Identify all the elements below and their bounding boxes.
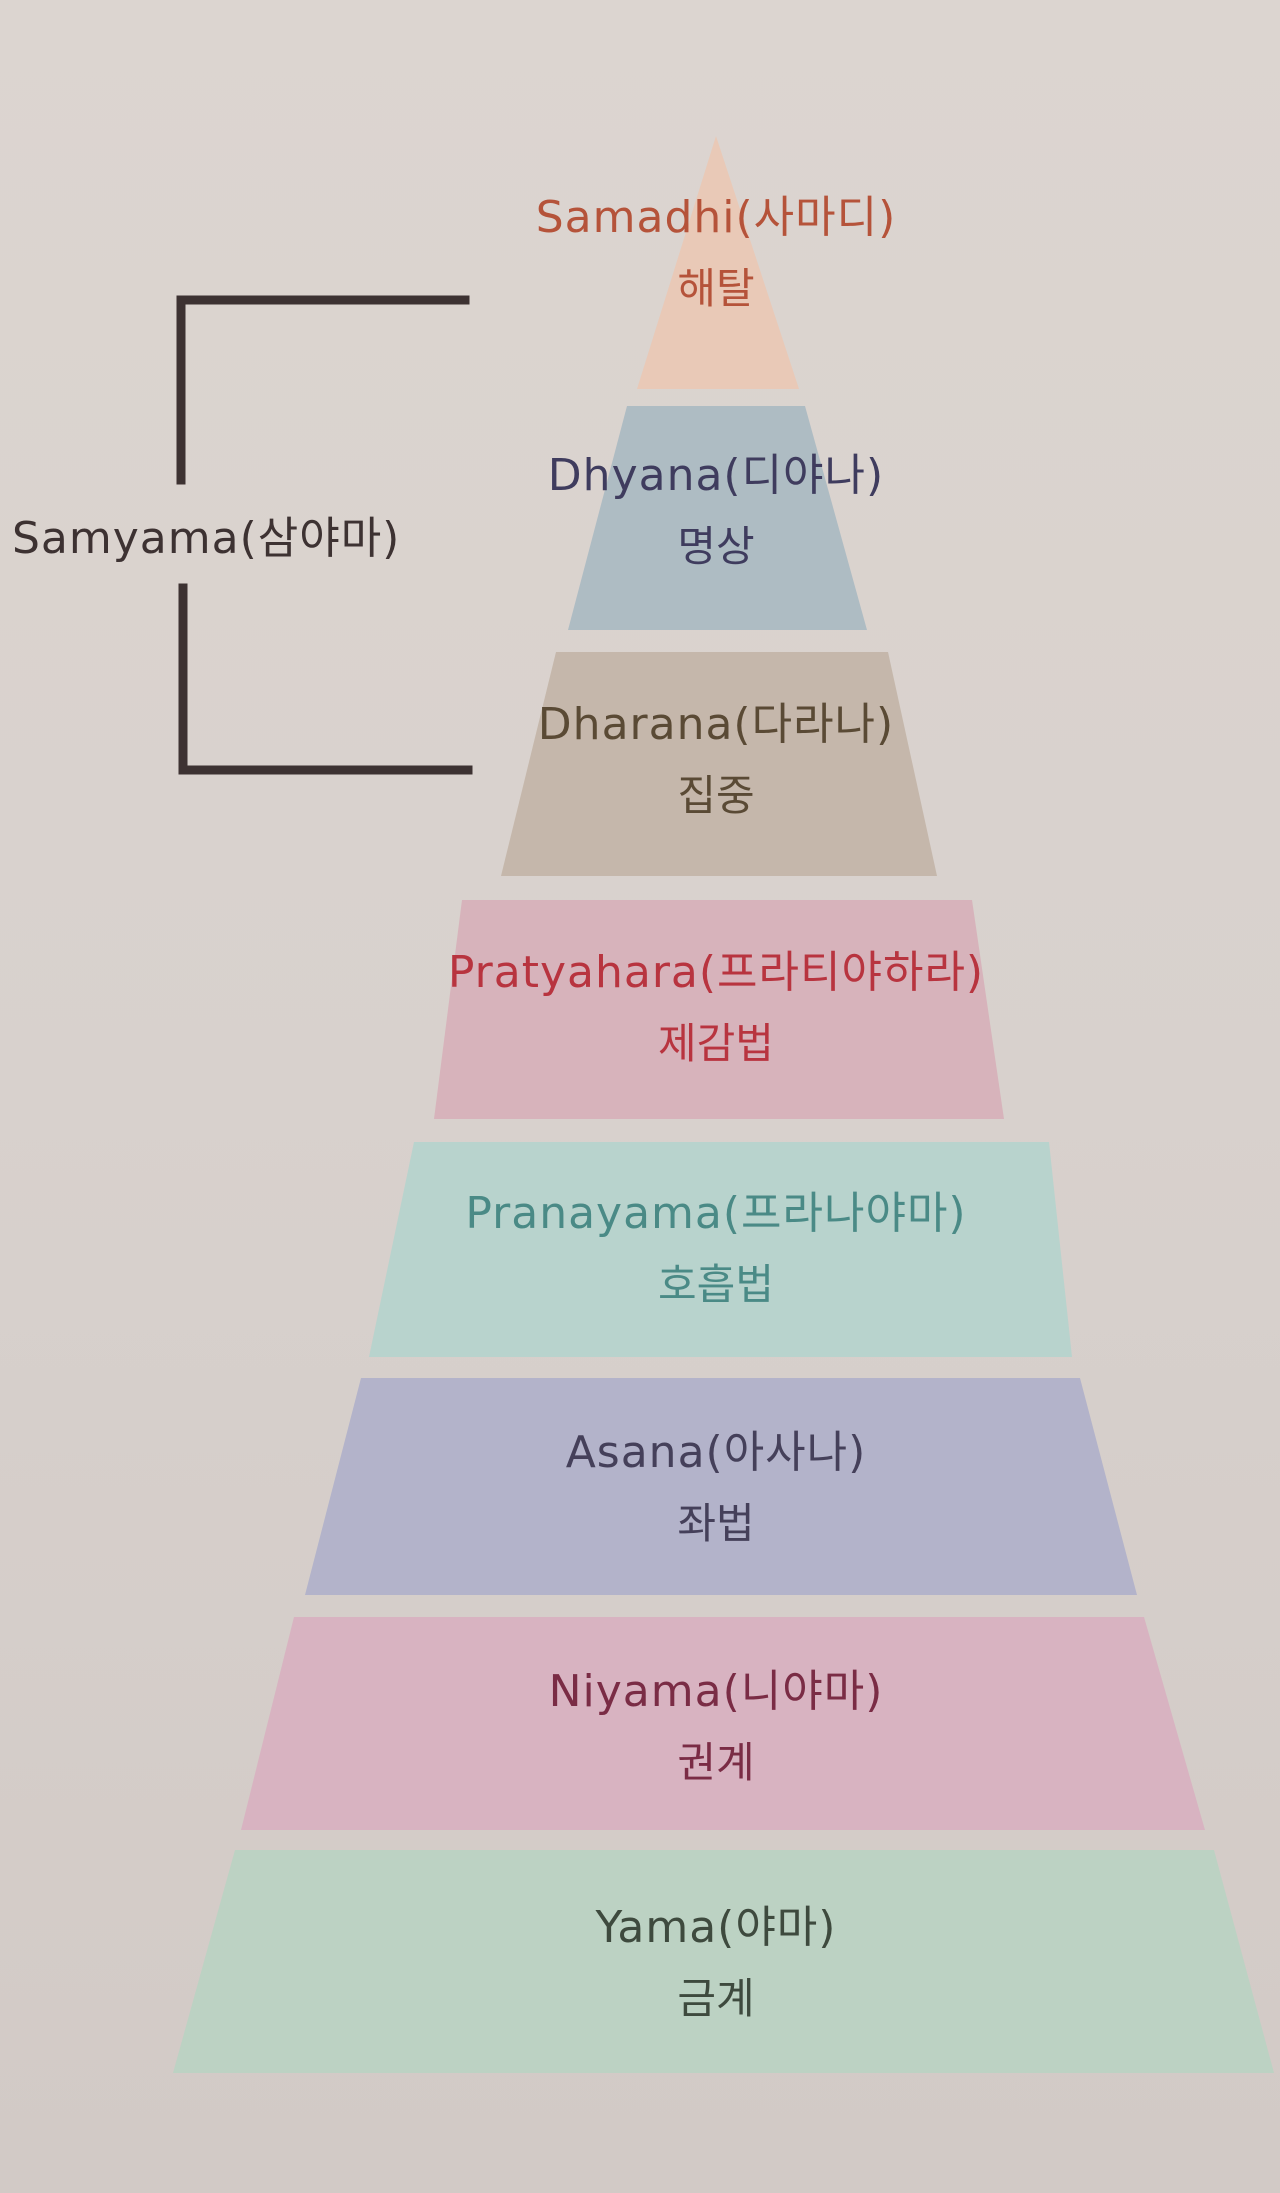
tier-name-en: Dharana(다라나) bbox=[537, 699, 895, 750]
tier-label-pranayama: Pranayama(프라나야마) 호흡법 bbox=[465, 1186, 966, 1312]
tier-name-ko: 집중 bbox=[677, 771, 755, 820]
tier-shape-samadhi bbox=[637, 136, 799, 389]
tier-name-en: Asana(아사나) bbox=[565, 1427, 867, 1478]
tier-shape-asana bbox=[305, 1378, 1137, 1595]
tier-name-en: Dhyana(디야나) bbox=[547, 450, 885, 501]
tier-name-ko: 제감법 bbox=[658, 1019, 774, 1068]
tier-name-en: Pranayama(프라나야마) bbox=[465, 1188, 967, 1239]
tier-shape-dhyana bbox=[568, 406, 867, 630]
tier-name-en: Niyama(니야마) bbox=[548, 1666, 884, 1717]
tier-shape-pranayama bbox=[369, 1142, 1072, 1357]
tier-shape-pratyahara bbox=[434, 900, 1004, 1119]
tier-name-ko: 호흡법 bbox=[658, 1260, 774, 1309]
samyama-label: Samyama(삼야마) bbox=[12, 513, 401, 564]
tier-label-dhyana: Dhyana(디야나) 명상 bbox=[548, 448, 884, 574]
tier-label-niyama: Niyama(니야마) 권계 bbox=[549, 1664, 884, 1790]
tier-label-asana: Asana(아사나) 좌법 bbox=[566, 1425, 867, 1551]
tier-shape-dharana bbox=[501, 652, 937, 876]
tier-name-en: Samadhi(사마디) bbox=[535, 192, 897, 243]
tier-name-en: Yama(야마) bbox=[595, 1902, 837, 1953]
tier-shape-yama bbox=[173, 1850, 1274, 2073]
tier-label-samadhi: Samadhi(사마디) 해탈 bbox=[536, 190, 897, 316]
tier-name-ko: 권계 bbox=[677, 1738, 755, 1787]
tier-label-yama: Yama(야마) 금계 bbox=[596, 1900, 837, 2026]
tier-label-dharana: Dharana(다라나) 집중 bbox=[538, 697, 894, 823]
tier-shape-niyama bbox=[241, 1617, 1205, 1830]
tier-name-ko: 해탈 bbox=[677, 264, 755, 313]
tier-label-pratyahara: Pratyahara(프라티야하라) 제감법 bbox=[448, 945, 984, 1071]
tier-name-ko: 금계 bbox=[677, 1974, 755, 2023]
samyama-bracket bbox=[176, 295, 473, 775]
tier-name-ko: 명상 bbox=[677, 522, 755, 571]
tier-name-en: Pratyahara(프라티야하라) bbox=[447, 947, 985, 998]
tier-name-ko: 좌법 bbox=[677, 1499, 755, 1548]
